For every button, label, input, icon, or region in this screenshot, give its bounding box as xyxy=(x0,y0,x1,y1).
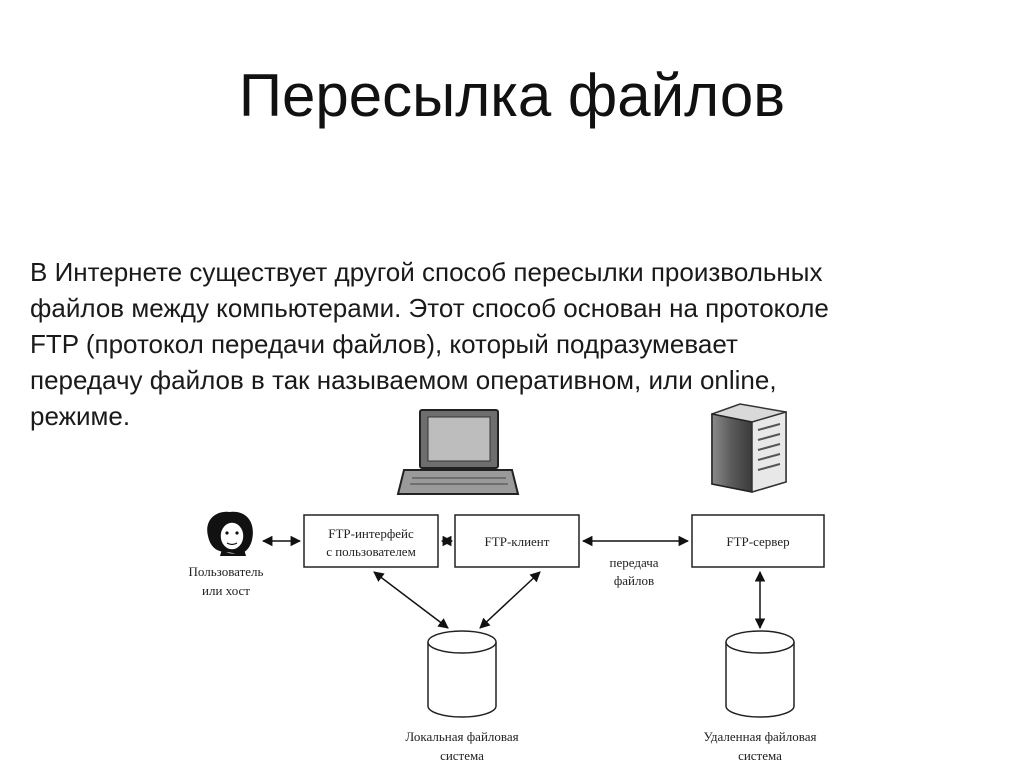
transfer-label-line: файлов xyxy=(614,573,654,588)
database-icon xyxy=(725,630,795,718)
ftp-client-box: FTP-клиент xyxy=(454,514,580,568)
remote-fs-label-line: система xyxy=(738,748,782,763)
database-icon xyxy=(427,630,497,718)
local-fs-label: Локальная файловая система xyxy=(405,729,518,763)
ftp-client-label: FTP-клиент xyxy=(485,534,550,549)
user-label-line: Пользователь xyxy=(189,564,264,579)
user-label: Пользователь или хост xyxy=(189,564,264,598)
laptop-icon xyxy=(396,409,520,495)
local-fs-label-line: Локальная файловая xyxy=(405,729,518,744)
remote-fs-label-line: Удаленная файловая xyxy=(704,729,817,744)
local-fs-label-line: система xyxy=(440,748,484,763)
remote-fs-label: Удаленная файловая система xyxy=(704,729,817,763)
body-line: режиме. xyxy=(30,401,131,431)
body-line: передачу файлов в так называемом операти… xyxy=(30,365,777,395)
user-label-line: или хост xyxy=(202,583,250,598)
arrow-interface-localfs xyxy=(373,571,449,629)
body-line: В Интернете существует другой способ пер… xyxy=(30,257,823,287)
user-face-icon xyxy=(207,511,253,556)
transfer-label-line: передача xyxy=(610,555,659,570)
ftp-interface-box: FTP-интерфейс с пользователем xyxy=(303,514,439,568)
arrow-client-localfs xyxy=(479,571,541,629)
transfer-label: передача файлов xyxy=(610,555,659,588)
ftp-interface-label: FTP-интерфейс xyxy=(328,526,414,541)
body-line: FTP (протокол передачи файлов), который … xyxy=(30,329,738,359)
ftp-interface-label: с пользователем xyxy=(326,544,416,559)
server-icon xyxy=(711,403,787,494)
ftp-server-box: FTP-сервер xyxy=(691,514,825,568)
page-title: Пересылка файлов xyxy=(238,62,786,129)
body-paragraph: В Интернете существует другой способ пер… xyxy=(30,254,1005,434)
ftp-server-label: FTP-сервер xyxy=(726,534,789,549)
body-line: файлов между компьютерами. Этот способ о… xyxy=(30,293,829,323)
